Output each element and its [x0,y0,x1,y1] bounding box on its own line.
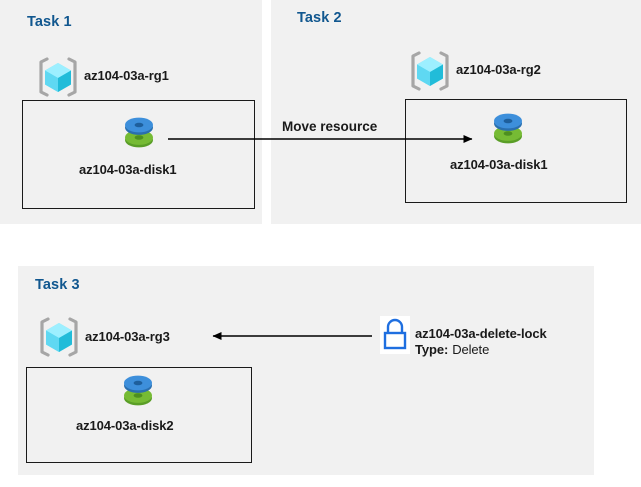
lock-type-prefix: Type: [415,342,449,357]
managed-disk-icon [118,370,158,412]
resource-group-icon [36,56,80,98]
move-resource-label: Move resource [282,119,378,134]
managed-disk-icon [119,112,159,154]
task-title-2: Task 2 [297,10,342,26]
resource-group-label-rg1: az104-03a-rg1 [84,68,169,83]
lock-type-row: Type:Delete [415,342,489,357]
resource-group-icon [37,316,81,358]
managed-disk-icon [488,108,528,150]
resource-group-label-rg2: az104-03a-rg2 [456,62,541,77]
lock-icon [380,316,410,354]
resource-group-icon [408,50,452,92]
resource-group-label-rg3: az104-03a-rg3 [85,329,170,344]
lock-label: az104-03a-delete-lock [415,326,547,341]
task-title-1: Task 1 [27,14,72,30]
task-title-3: Task 3 [35,277,80,293]
lock-type-value: Delete [452,342,490,357]
disk-label-disk1-task1: az104-03a-disk1 [79,162,177,177]
disk-label-disk2-task3: az104-03a-disk2 [76,418,174,433]
disk-label-disk1-task2: az104-03a-disk1 [450,157,548,172]
